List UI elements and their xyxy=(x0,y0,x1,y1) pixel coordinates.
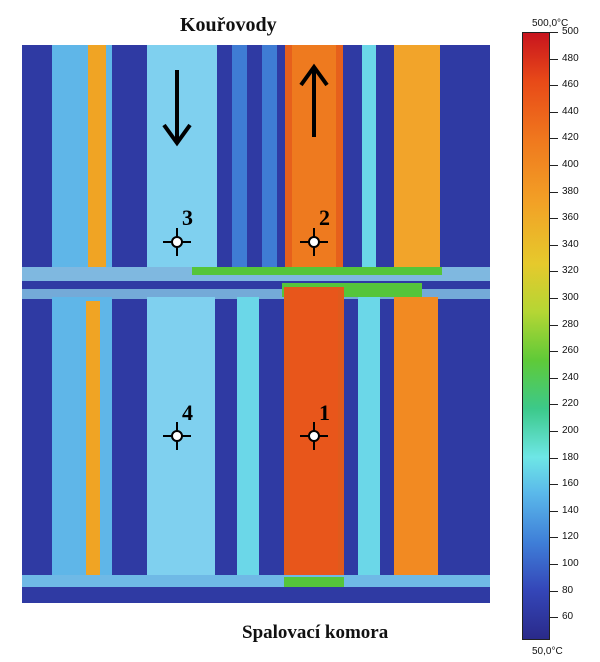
colorbar-tick-label: 380 xyxy=(550,186,592,197)
colorbar-tick-label: 480 xyxy=(550,53,592,64)
crosshair-marker-2 xyxy=(300,228,328,256)
colorbar-tick-label: 180 xyxy=(550,452,592,463)
colorbar-tick-label: 340 xyxy=(550,239,592,250)
temperature-colorbar xyxy=(522,32,550,640)
colorbar-tick-label: 140 xyxy=(550,505,592,516)
scale-max-label: 500,0°C xyxy=(532,18,569,29)
marker-label-2: 2 xyxy=(319,205,330,230)
colorbar-tick-label: 400 xyxy=(550,159,592,170)
colorbar-tick-label: 120 xyxy=(550,531,592,542)
page-title: Kouřovody xyxy=(180,14,277,36)
bottom-rim xyxy=(22,575,490,587)
thermal-image: 3 2 4 1 xyxy=(22,45,490,603)
colorbar-tick-label: 460 xyxy=(550,79,592,90)
crosshair-marker-4 xyxy=(163,422,191,450)
pipe-left-lower xyxy=(52,297,112,582)
pipe-left-warm xyxy=(88,45,106,270)
pipe-3-column xyxy=(147,45,217,273)
colorbar-tick-label: 100 xyxy=(550,558,592,569)
arrow-up-icon xyxy=(299,63,329,137)
colorbar-tick-label: 440 xyxy=(550,106,592,117)
pipe-right-lower xyxy=(394,297,438,579)
colorbar-tick-label: 300 xyxy=(550,292,592,303)
crosshair-marker-1 xyxy=(300,422,328,450)
colorbar-tick-label: 80 xyxy=(550,585,592,596)
marker-label-4: 4 xyxy=(182,400,193,425)
colorbar-tick-label: 320 xyxy=(550,265,592,276)
arrow-down-icon xyxy=(162,70,192,147)
colorbar-tick-label: 500 xyxy=(550,26,592,37)
colorbar-tick-label: 200 xyxy=(550,425,592,436)
colorbar-tick-label: 60 xyxy=(550,611,592,622)
crosshair-marker-3 xyxy=(163,228,191,256)
scale-min-label: 50,0°C xyxy=(532,646,563,657)
colorbar-tick-label: 280 xyxy=(550,319,592,330)
thermal-scene xyxy=(22,45,490,587)
bottom-caption: Spalovací komora xyxy=(242,622,389,643)
colorbar-tick-label: 240 xyxy=(550,372,592,383)
marker-label-1: 1 xyxy=(319,400,330,425)
pipe-right-warm xyxy=(394,45,440,271)
colorbar-tick-label: 360 xyxy=(550,212,592,223)
colorbar-tick-label: 260 xyxy=(550,345,592,356)
marker-label-3: 3 xyxy=(182,205,193,230)
colorbar-tick-label: 220 xyxy=(550,398,592,409)
horizontal-band-lower xyxy=(22,289,490,299)
colorbar-tick-label: 420 xyxy=(550,132,592,143)
colorbar-tick-label: 160 xyxy=(550,478,592,489)
